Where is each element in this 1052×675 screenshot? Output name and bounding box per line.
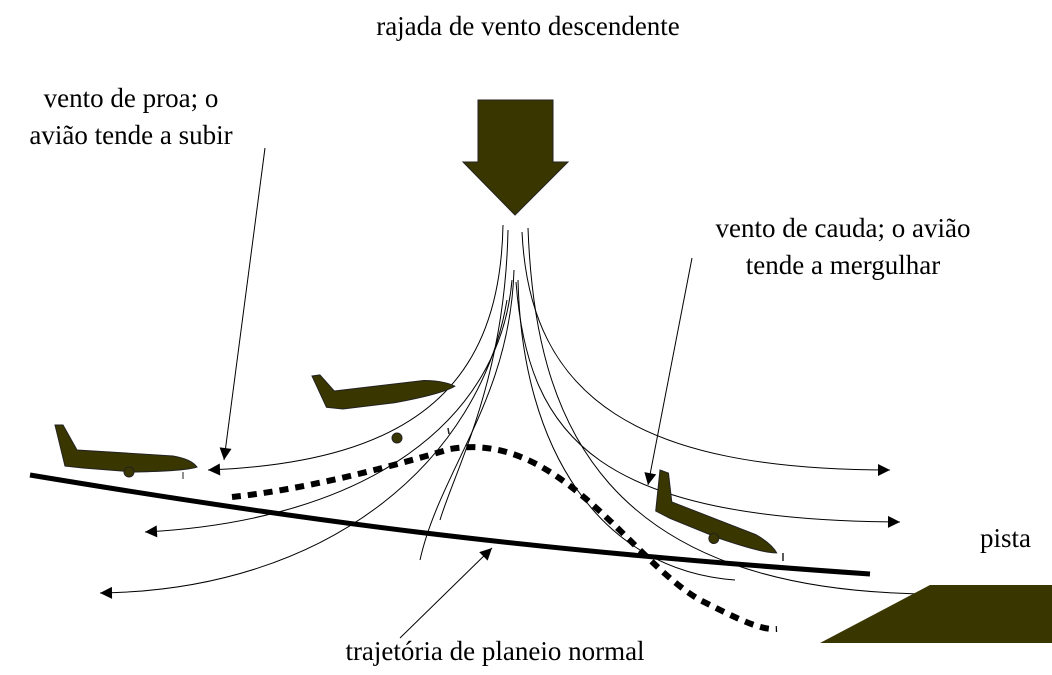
flow-line <box>144 279 513 538</box>
headwind-label-line1: vento de proa; o <box>43 83 219 113</box>
runway-icon <box>820 585 1052 643</box>
downdraft-arrow-icon <box>461 99 570 216</box>
flow-line <box>515 281 901 528</box>
wind-flow-lines <box>99 224 941 599</box>
flow-line <box>99 299 508 599</box>
diagram-title: rajada de vento descendente <box>376 11 680 41</box>
tailwind-label-line1: vento de cauda; o avião <box>715 213 971 243</box>
normal-glide-path <box>29 472 871 577</box>
flow-line <box>527 227 941 595</box>
path-pointer <box>399 547 493 639</box>
airplane-gear <box>391 432 403 444</box>
flow-line <box>419 269 515 561</box>
tailwind-label-line2: tende a mergulhar <box>745 250 941 280</box>
windshear-flight-path <box>231 444 778 633</box>
airplane-icon <box>311 374 456 410</box>
headwind-pointer <box>219 147 266 461</box>
runway-label: pista <box>980 523 1031 553</box>
headwind-label-line2: avião tende a subir <box>29 120 233 150</box>
flow-line <box>521 231 891 476</box>
tailwind-pointer <box>644 257 693 486</box>
flow-line <box>207 224 504 476</box>
airplane-icon <box>655 469 778 554</box>
airplane-gear <box>447 427 450 435</box>
flow-line <box>439 229 509 521</box>
flow-line <box>517 279 736 581</box>
airplane-icon <box>54 424 198 479</box>
normal-path-label: trajetória de planeio normal <box>345 636 645 666</box>
